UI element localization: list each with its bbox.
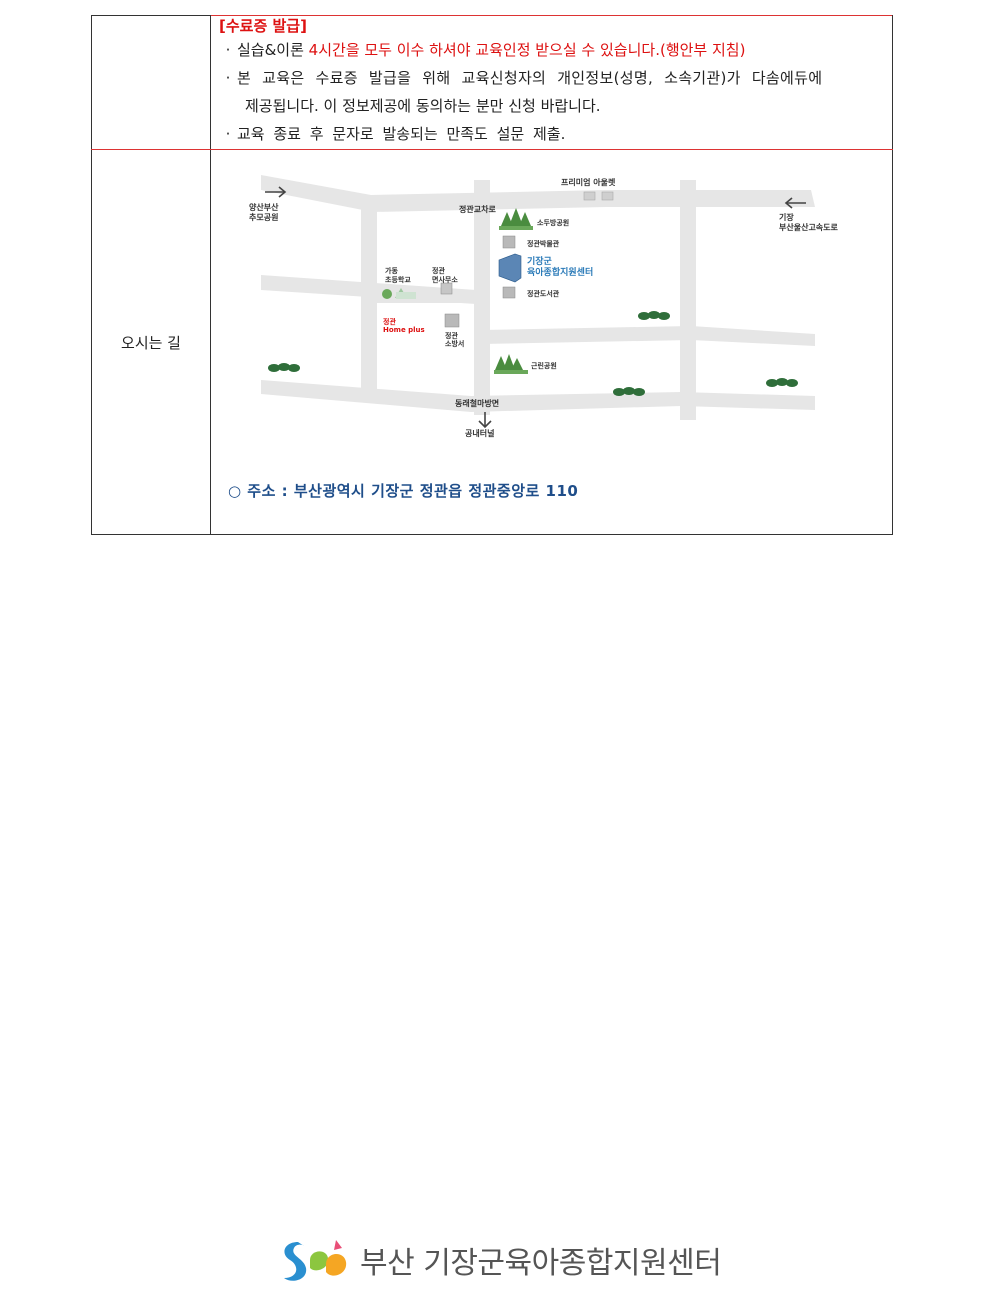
label-center-2: 육아종합지원센터 bbox=[527, 266, 593, 278]
arrow-down-icon bbox=[478, 412, 492, 429]
empty-label-cell bbox=[91, 15, 211, 150]
arrow-left-icon bbox=[784, 197, 806, 209]
label-south-2: 공내터널 bbox=[465, 428, 494, 438]
info-table: [수료증 발급] · 실습&이론 4시간을 모두 이수 하셔야 교육인정 받으실… bbox=[91, 15, 893, 535]
arrow-right-icon bbox=[265, 186, 287, 198]
label-museum: 정관박물관 bbox=[527, 239, 560, 248]
road-south bbox=[261, 380, 815, 412]
label-park2: 근린공원 bbox=[531, 361, 557, 370]
footer-logo: 부산 기장군육아종합지원센터 bbox=[276, 1234, 722, 1286]
label-park1: 소두방공원 bbox=[537, 218, 569, 227]
footer-title: 부산 기장군육아종합지원센터 bbox=[360, 1246, 722, 1281]
road-east-vertical bbox=[680, 180, 696, 420]
road-mid-east bbox=[481, 326, 815, 346]
certificate-cell: [수료증 발급] · 실습&이론 4시간을 모두 이수 하셔야 교육인정 받으실… bbox=[210, 15, 893, 150]
label-west-2: 추모공원 bbox=[249, 212, 278, 222]
bullet: · bbox=[225, 125, 231, 143]
library-building-icon bbox=[502, 286, 516, 299]
certificate-heading: [수료증 발급] bbox=[219, 17, 307, 35]
label-intersection: 정관교차로 bbox=[459, 204, 496, 214]
bullet: · bbox=[225, 69, 231, 87]
label-homeplus-2: Home plus bbox=[383, 326, 425, 334]
tree-cluster-icon bbox=[268, 363, 300, 372]
tree-cluster-icon bbox=[613, 387, 645, 396]
certificate-line-3: · 교육 종료 후 문자로 발송되는 만족도 설문 제출. bbox=[219, 120, 882, 148]
label-outlet: 프리미엄 아울렛 bbox=[561, 177, 616, 187]
road-west-vertical bbox=[361, 205, 377, 395]
address-text: ○ 주소 : 부산광역시 기장군 정관읍 정관중앙로 110 bbox=[228, 482, 579, 500]
school-icon bbox=[382, 288, 416, 299]
label-school-2: 초등학교 bbox=[385, 275, 411, 284]
certificate-line-2: · 본 교육은 수료증 발급을 위해 교육신청자의 개인정보(성명, 소속기관)… bbox=[219, 64, 882, 92]
park-trees-icon bbox=[499, 208, 533, 230]
directions-map: 양산부산 추모공원 기장 부산울산고속도로 프리미엄 아울렛 정관교차로 소두방… bbox=[249, 175, 839, 438]
label-homeplus-1: 정관 bbox=[383, 317, 396, 326]
bullet: · bbox=[225, 41, 231, 59]
line2b-text: 제공됩니다. 이 정보제공에 동의하는 분만 신청 바랍니다. bbox=[245, 97, 601, 115]
office-building-icon bbox=[440, 282, 453, 295]
directions-label: 오시는 길 bbox=[91, 149, 211, 535]
map-cell: 양산부산 추모공원 기장 부산울산고속도로 프리미엄 아울렛 정관교차로 소두방… bbox=[210, 149, 893, 535]
tree-cluster-icon bbox=[766, 378, 798, 387]
label-center-1: 기장군 bbox=[527, 255, 553, 267]
fire-station-icon bbox=[444, 313, 460, 328]
line2a-text: 본 교육은 수료증 발급을 위해 교육신청자의 개인정보(성명, 소속기관)가 … bbox=[237, 69, 823, 87]
road-north bbox=[261, 175, 815, 212]
museum-building-icon bbox=[502, 235, 516, 249]
label-west-1: 양산부산 bbox=[249, 202, 279, 212]
line3-text: 교육 종료 후 문자로 발송되는 만족도 설문 제출. bbox=[237, 125, 566, 143]
label-fire-1: 정관 bbox=[445, 331, 458, 340]
certificate-line-1: · 실습&이론 4시간을 모두 이수 하셔야 교육인정 받으실 수 있습니다.(… bbox=[219, 36, 882, 64]
label-south-1: 동래철마방면 bbox=[455, 398, 499, 408]
road-link bbox=[377, 293, 475, 303]
label-office-1: 정관 bbox=[432, 266, 445, 275]
outlet-buildings-icon bbox=[583, 191, 614, 201]
label-east-1: 기장 bbox=[779, 212, 794, 222]
center-logo-icon bbox=[284, 1240, 347, 1281]
label-school-1: 가동 bbox=[385, 266, 398, 275]
label-fire-2: 소방서 bbox=[445, 339, 464, 348]
label-east-2: 부산울산고속도로 bbox=[779, 222, 839, 232]
line1-text: 실습&이론 bbox=[237, 41, 309, 59]
line1-red-text: 4시간을 모두 이수 하셔야 교육인정 받으실 수 있습니다.(행안부 지침) bbox=[308, 41, 746, 59]
tree-cluster-icon bbox=[638, 311, 670, 320]
road-center-vertical bbox=[474, 180, 490, 415]
label-office-2: 면사무소 bbox=[432, 275, 458, 284]
center-building-icon bbox=[498, 253, 522, 283]
certificate-line-2b: 제공됩니다. 이 정보제공에 동의하는 분만 신청 바랍니다. bbox=[219, 92, 882, 120]
label-library: 정관도서관 bbox=[527, 289, 560, 298]
park2-trees-icon bbox=[494, 354, 528, 374]
